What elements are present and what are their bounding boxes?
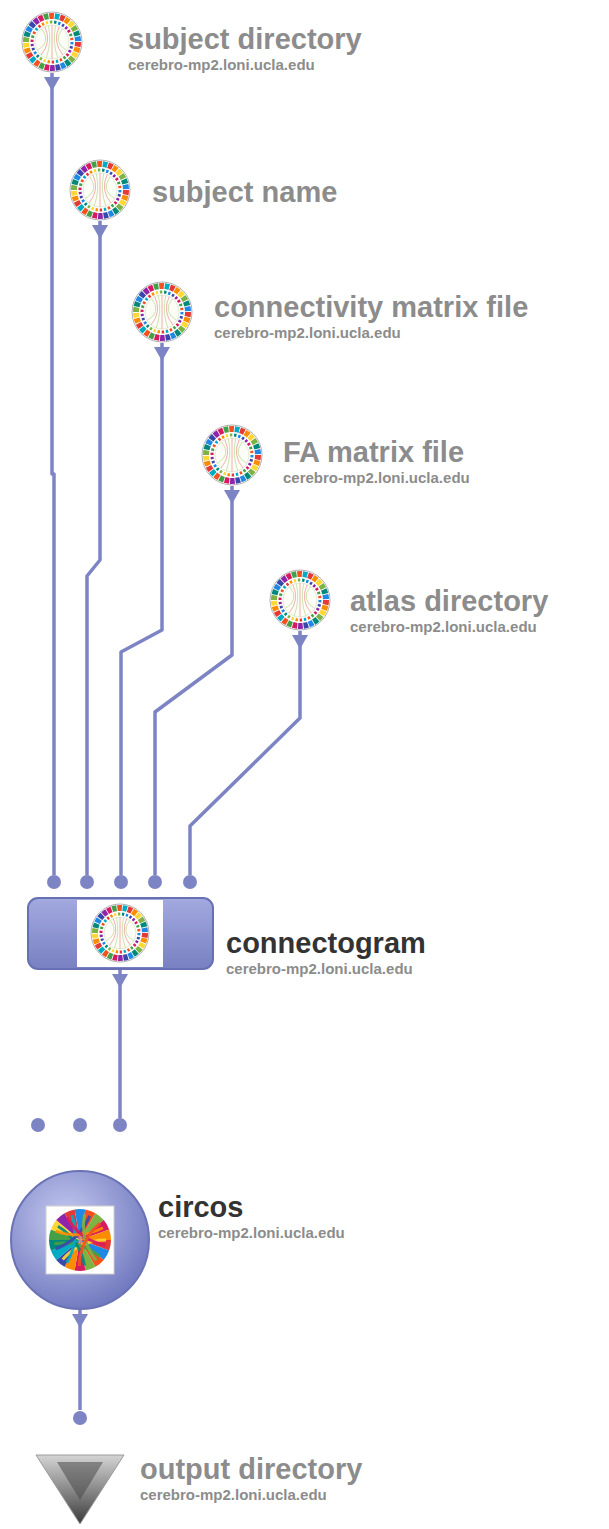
input-port <box>73 1118 87 1132</box>
host-name: cerebro-mp2.loni.ucla.edu <box>158 1224 345 1242</box>
host-name: cerebro-mp2.loni.ucla.edu <box>350 618 548 636</box>
output-triangle <box>36 1455 124 1524</box>
connector <box>190 631 308 875</box>
node-graphic <box>10 1118 150 1310</box>
input-port <box>113 1118 127 1132</box>
node-label: connectogramcerebro-mp2.loni.ucla.edu <box>226 926 426 978</box>
connector <box>121 343 170 875</box>
connectogram-icon <box>270 570 330 630</box>
connector <box>44 73 60 875</box>
pipeline-node: circoscerebro-mp2.loni.ucla.edu <box>10 1118 150 1310</box>
node-label: atlas directorycerebro-mp2.loni.ucla.edu <box>350 584 548 636</box>
node-graphic <box>27 875 214 970</box>
node-title: connectogram <box>226 926 426 960</box>
module-body <box>28 898 213 969</box>
module-box: connectogramcerebro-mp2.loni.ucla.edu <box>27 875 214 970</box>
host-name: cerebro-mp2.loni.ucla.edu <box>128 56 362 74</box>
input-port <box>47 875 61 889</box>
node-title: connectivity matrix file <box>214 290 528 324</box>
host-name: cerebro-mp2.loni.ucla.edu <box>140 1486 362 1504</box>
output-port <box>44 77 60 91</box>
input-port <box>73 1411 87 1425</box>
output-port <box>112 974 128 988</box>
connectogram-icon <box>70 160 130 220</box>
node-title: FA matrix file <box>283 435 470 469</box>
connector <box>72 1310 88 1410</box>
icon-panel <box>77 900 163 967</box>
connector <box>112 970 128 1118</box>
node-graphic <box>201 424 263 486</box>
input-port <box>80 875 94 889</box>
node-graphic <box>131 281 193 343</box>
pipeline-node: subject directorycerebro-mp2.loni.ucla.e… <box>21 11 83 73</box>
node-graphic <box>69 159 131 221</box>
output-port <box>92 225 108 239</box>
host-name: cerebro-mp2.loni.ucla.edu <box>214 324 528 342</box>
node-graphic <box>269 569 331 631</box>
output-port <box>154 347 170 361</box>
output-port <box>292 635 308 649</box>
node-title: subject name <box>152 175 337 209</box>
node-label: FA matrix filecerebro-mp2.loni.ucla.edu <box>283 435 470 487</box>
tool-circle <box>11 1171 149 1309</box>
pipeline-node: atlas directorycerebro-mp2.loni.ucla.edu <box>269 569 331 631</box>
node-title: atlas directory <box>350 584 548 618</box>
node-label: subject directorycerebro-mp2.loni.ucla.e… <box>128 22 362 74</box>
input-port <box>114 875 128 889</box>
host-name: cerebro-mp2.loni.ucla.edu <box>226 960 426 978</box>
connectogram-icon <box>132 282 192 342</box>
output-port <box>72 1314 88 1328</box>
connectogram-icon <box>91 904 149 962</box>
node-title: circos <box>158 1190 345 1224</box>
connector <box>87 221 108 875</box>
input-port <box>183 875 197 889</box>
node-graphic <box>21 11 83 73</box>
pipeline-node: FA matrix filecerebro-mp2.loni.ucla.edu <box>201 424 263 486</box>
node-graphic <box>35 1410 125 1525</box>
input-port <box>148 875 162 889</box>
pipeline-node: subject name <box>69 159 131 221</box>
connectogram-icon <box>22 12 82 72</box>
output-node: output directorycerebro-mp2.loni.ucla.ed… <box>35 1410 125 1525</box>
node-label: output directorycerebro-mp2.loni.ucla.ed… <box>140 1452 362 1504</box>
pipeline-node: connectivity matrix filecerebro-mp2.loni… <box>131 281 193 343</box>
host-name: cerebro-mp2.loni.ucla.edu <box>283 469 470 487</box>
output-port <box>224 490 240 504</box>
node-label: subject name <box>152 175 337 209</box>
input-port <box>31 1118 45 1132</box>
node-title: subject directory <box>128 22 362 56</box>
circos-image <box>46 1206 114 1274</box>
connectogram-icon <box>202 425 262 485</box>
node-label: circoscerebro-mp2.loni.ucla.edu <box>158 1190 345 1242</box>
node-title: output directory <box>140 1452 362 1486</box>
node-label: connectivity matrix filecerebro-mp2.loni… <box>214 290 528 342</box>
